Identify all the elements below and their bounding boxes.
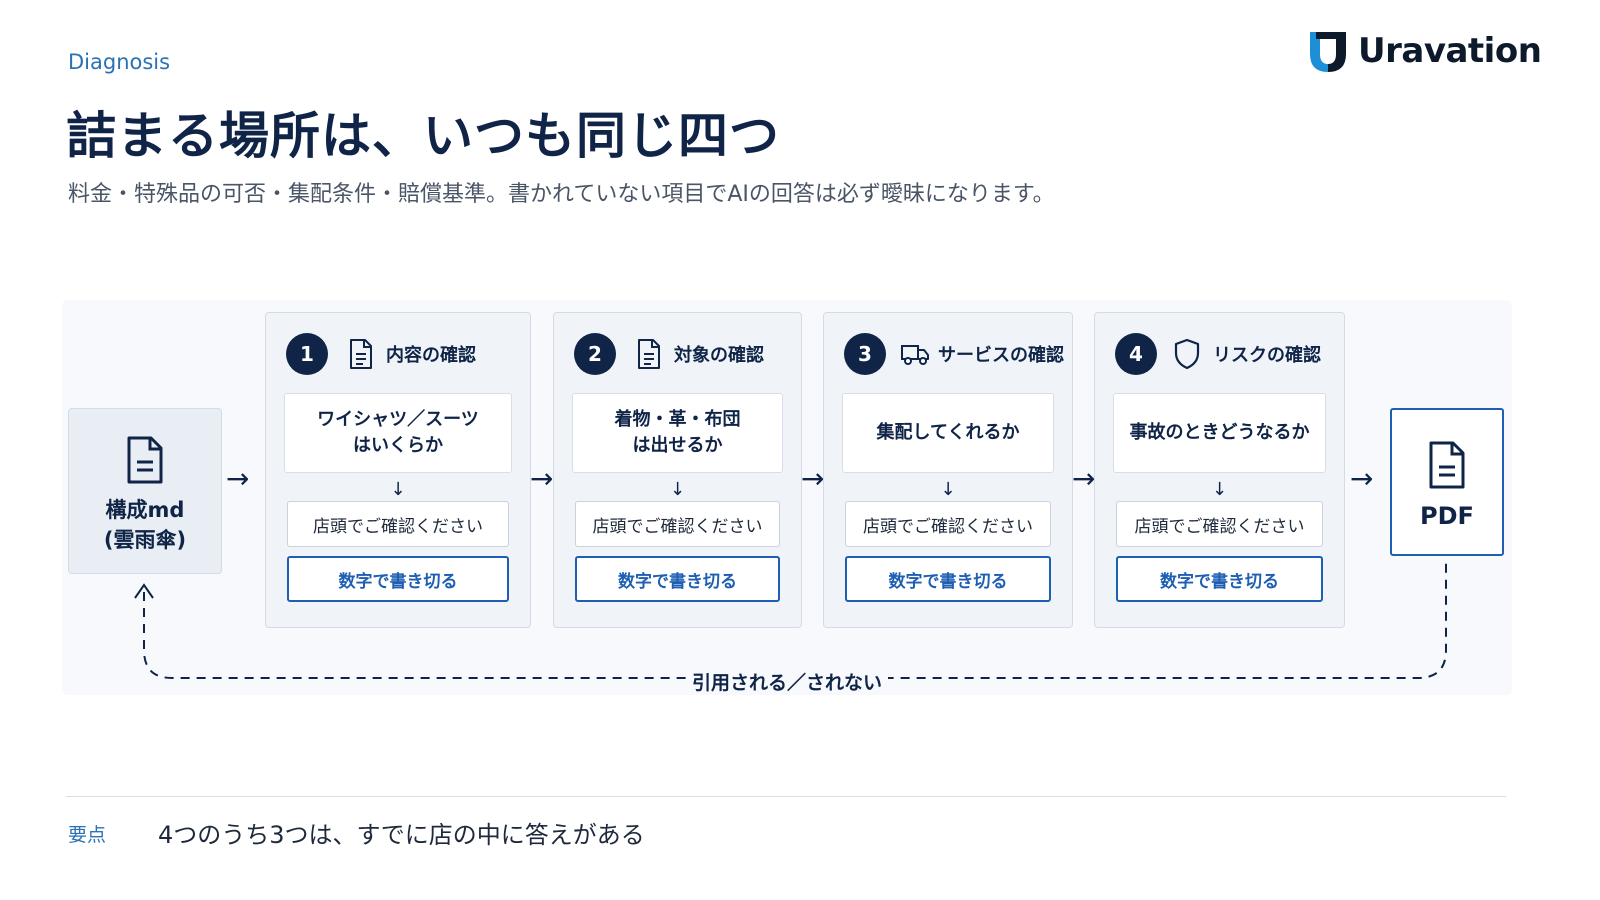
question-box: 着物・革・布団は出せるか [572, 393, 783, 473]
section-eyebrow: Diagnosis [68, 50, 171, 74]
uravation-logo-mark [1310, 32, 1346, 72]
page-subtitle: 料金・特殊品の可否・集配条件・賠償基準。書かれていない項目でAIの回答は必ず曖昧… [68, 182, 1055, 207]
step-title: 内容の確認 [386, 345, 476, 366]
step-title: 対象の確認 [674, 345, 764, 366]
page-title: 詰まる場所は、いつも同じ四つ [66, 107, 780, 165]
flow-arrow-icon: → [530, 462, 554, 495]
document-icon [348, 338, 374, 370]
question-box: 事故のときどうなるか [1113, 393, 1326, 473]
question-line1: 集配してくれるか [876, 422, 1020, 443]
step-number-badge: 1 [286, 333, 328, 375]
fix-button: 数字で書き切る [575, 556, 780, 602]
down-arrow-icon: ↓ [669, 479, 686, 500]
down-arrow-icon: ↓ [390, 479, 406, 500]
pdf-output-box: PDF [1390, 408, 1504, 556]
source-markdown-box: 構成md (雲雨傘) [68, 408, 222, 574]
step-number-badge: 2 [574, 333, 616, 375]
down-arrow-icon: ↓ [940, 479, 956, 500]
step-card-2: 2 対象の確認 着物・革・布団は出せるか ↓ 店頭でご確認ください 数字で書き切… [553, 312, 802, 628]
down-arrow-icon: ↓ [1211, 479, 1228, 500]
step-card-1: 1 内容の確認 ワイシャツ／スーツはいくらか ↓ 店頭でご確認ください 数字で書… [265, 312, 531, 628]
fix-button: 数字で書き切る [845, 556, 1051, 602]
step-card-4: 4 リスクの確認 事故のときどうなるか ↓ 店頭でご確認ください 数字で書き切る [1094, 312, 1345, 628]
step-number-badge: 3 [844, 333, 886, 375]
loop-label: 引用される／されない [686, 668, 889, 695]
flow-arrow-icon: → [801, 462, 825, 495]
key-point-text: 4つのうち3つは、すでに店の中に答えがある [158, 821, 645, 849]
current-answer-box: 店頭でご確認ください [575, 501, 780, 547]
shield-icon [1173, 338, 1201, 370]
step-number-badge: 4 [1115, 333, 1157, 375]
fix-button: 数字で書き切る [1116, 556, 1323, 602]
question-line1: ワイシャツ／スーツ [317, 409, 479, 430]
step-card-3: 3 サービスの確認 集配してくれるか ↓ 店頭でご確認ください 数字で書き切る [823, 312, 1073, 628]
question-box: ワイシャツ／スーツはいくらか [284, 393, 512, 473]
document-icon [127, 436, 163, 484]
question-line1: 事故のときどうなるか [1129, 422, 1310, 443]
flow-arrow-icon: → [226, 462, 250, 495]
document-icon [636, 338, 662, 370]
truck-icon [900, 341, 930, 367]
key-point-label: 要点 [68, 824, 107, 846]
current-answer-box: 店頭でご確認ください [287, 501, 509, 547]
current-answer-box: 店頭でご確認ください [1116, 501, 1323, 547]
document-icon [1429, 441, 1465, 489]
question-box: 集配してくれるか [842, 393, 1054, 473]
footer-divider [66, 796, 1506, 797]
step-title: リスクの確認 [1213, 345, 1321, 366]
brand-logo: Uravation [1306, 28, 1542, 74]
source-label-line2: (雲雨傘) [103, 528, 187, 552]
step-title: サービスの確認 [938, 345, 1064, 366]
question-line2: はいくらか [352, 435, 443, 456]
flow-arrow-icon: → [1350, 462, 1374, 495]
pdf-label: PDF [1420, 502, 1474, 530]
source-label-line1: 構成md [105, 498, 185, 522]
fix-button: 数字で書き切る [287, 556, 509, 602]
current-answer-box: 店頭でご確認ください [845, 501, 1051, 547]
question-line1: 着物・革・布団 [614, 409, 741, 430]
question-line2: は出せるか [632, 435, 723, 456]
flow-arrow-icon: → [1072, 462, 1096, 495]
brand-name: Uravation [1358, 31, 1542, 71]
